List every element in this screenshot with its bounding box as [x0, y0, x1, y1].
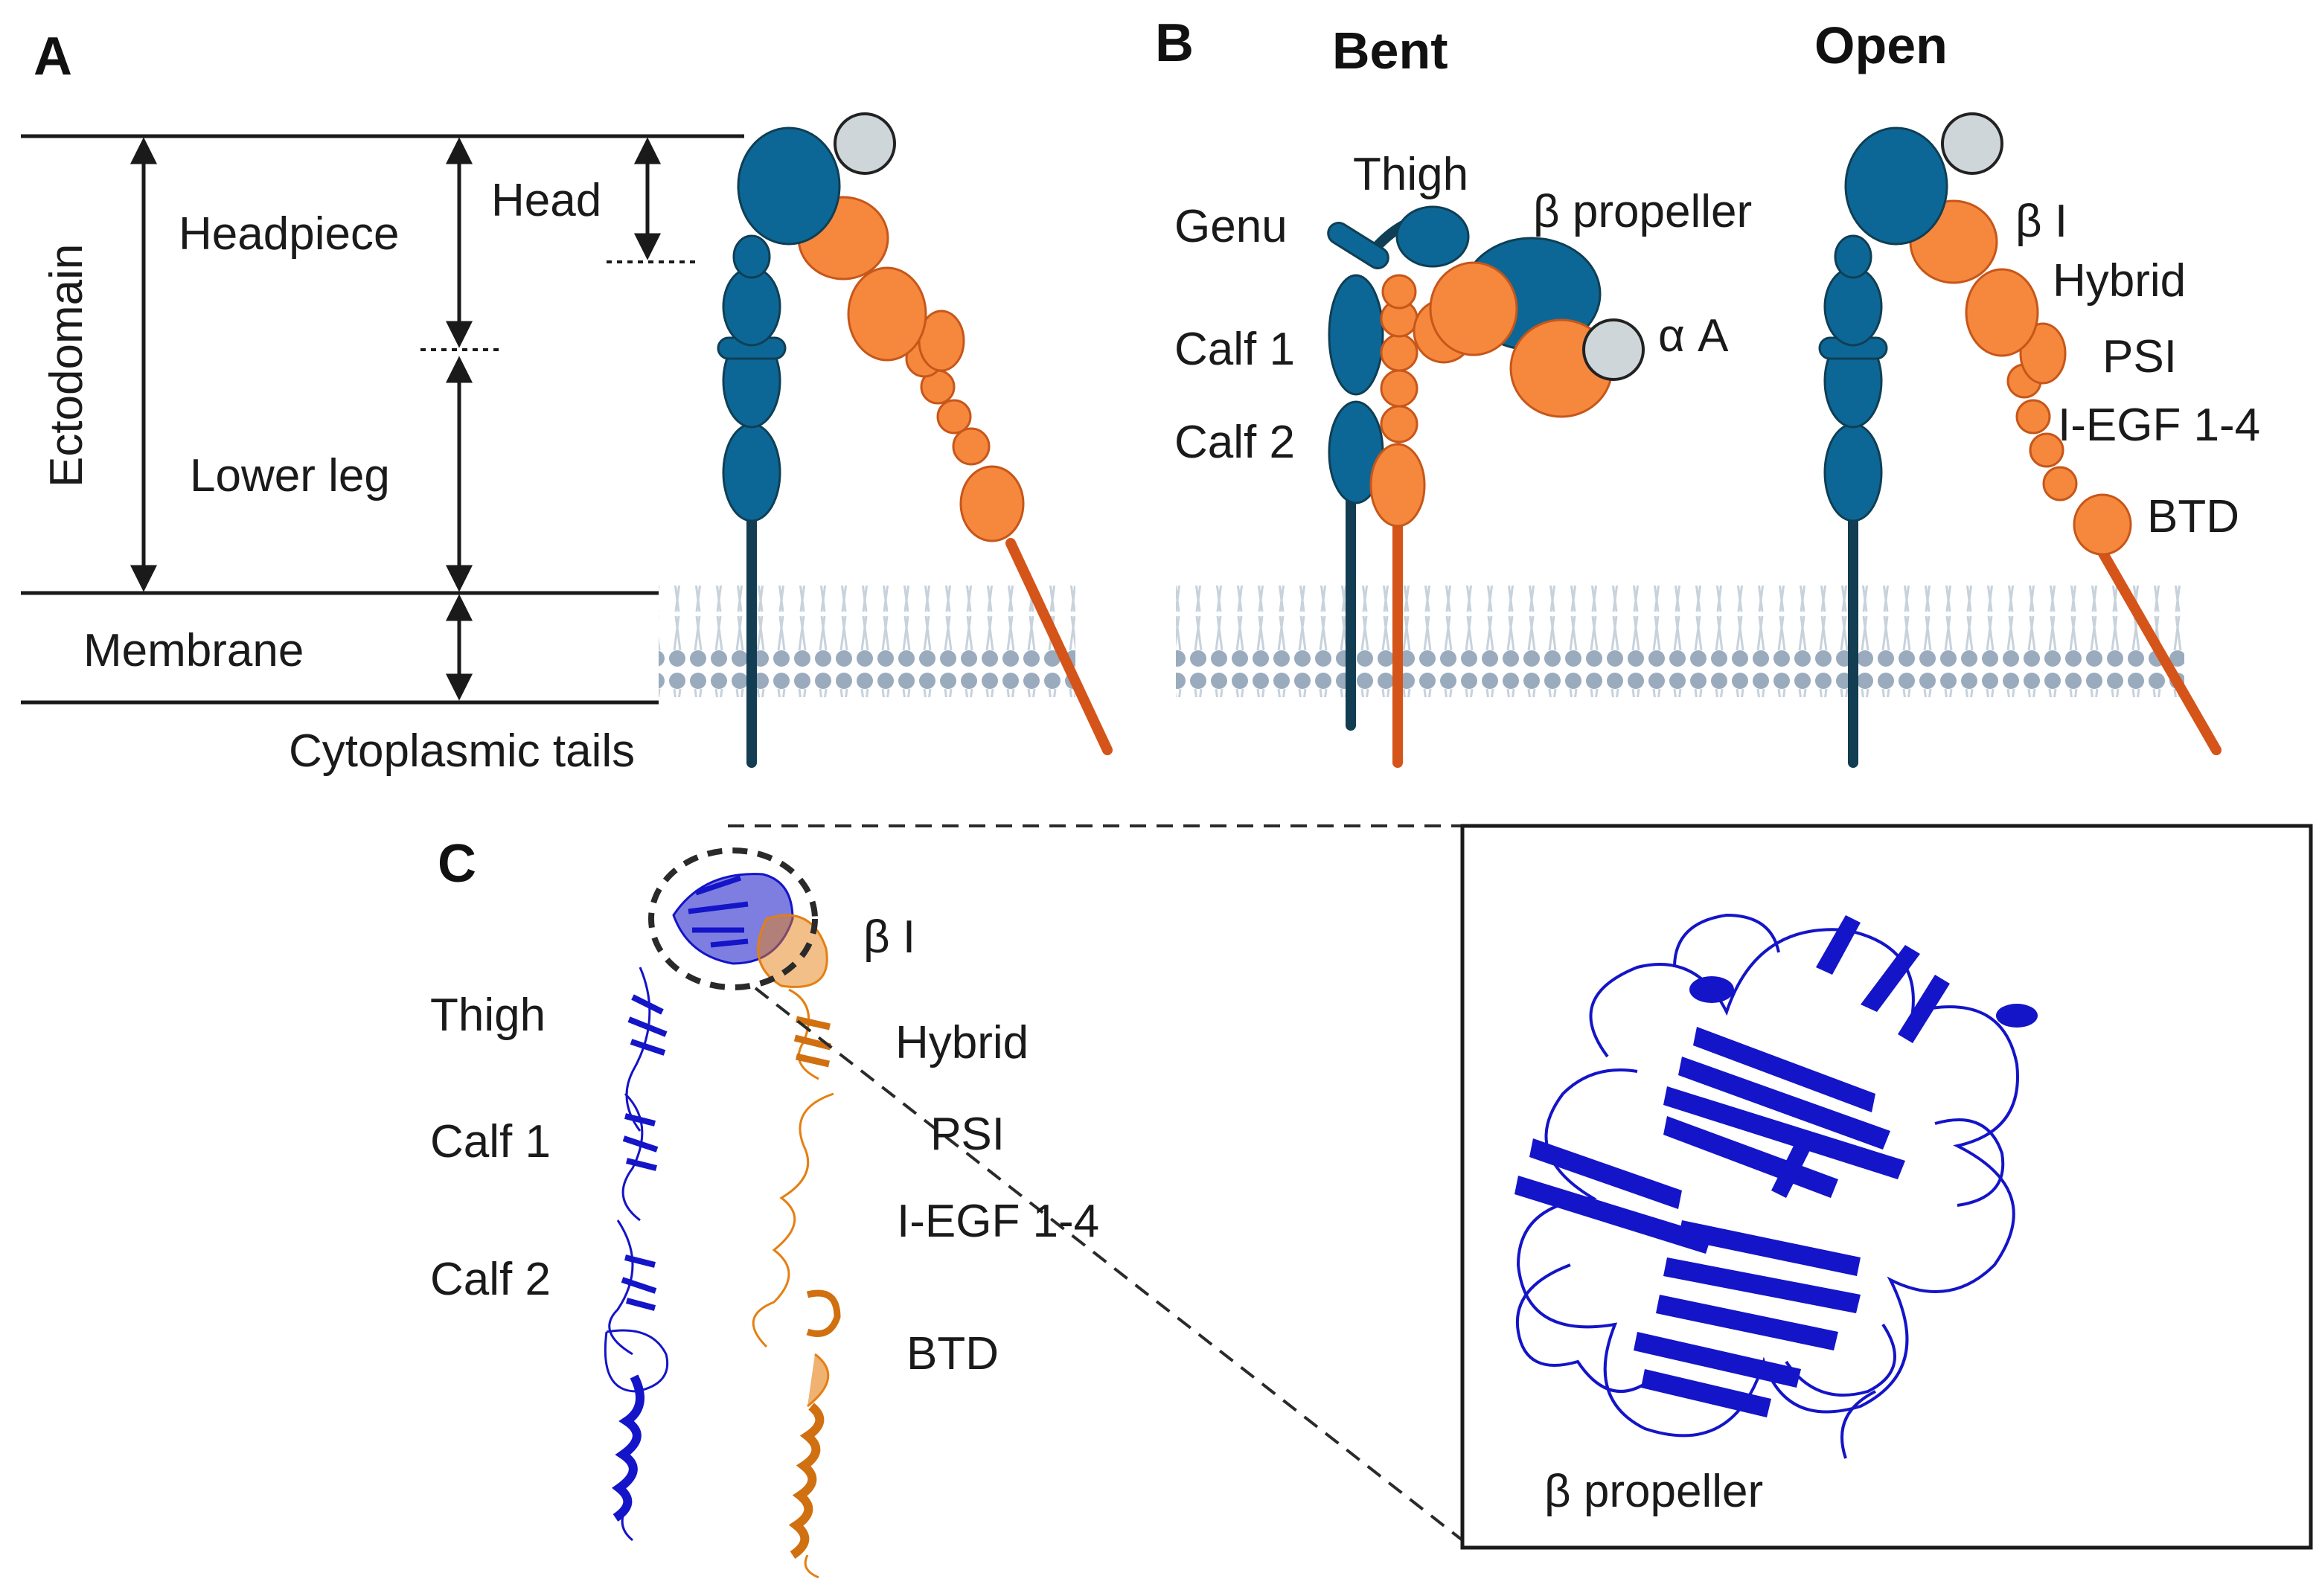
beta-tail-a [1005, 538, 1113, 755]
lower-leg-label: Lower leg [190, 450, 390, 501]
open-psi-label: PSI [2102, 331, 2177, 382]
open-hybrid-label: Hybrid [2053, 255, 2186, 307]
inset-box [1460, 824, 2313, 1550]
membrane-bilayer-b [1176, 586, 2184, 697]
alpha-subunit-open [1818, 126, 1948, 522]
beta-subunit-a [797, 196, 1025, 542]
bent-calf1-label: Calf 1 [1174, 324, 1295, 375]
panel-b-letter: B [1155, 13, 1194, 73]
beta-tail-open [2092, 538, 2222, 755]
bent-beta-propeller-label: β propeller [1533, 186, 1752, 237]
panel-a: A Ectodomain Headpiece Head Lower leg Me… [21, 27, 1113, 777]
headpiece-label: Headpiece [179, 208, 399, 260]
c-calf1-label: Calf 1 [430, 1116, 551, 1167]
cytoplasmic-tails-label: Cytoplasmic tails [289, 725, 635, 777]
head-label: Head [491, 175, 601, 226]
ligand-a [834, 112, 896, 175]
bent-genu-label: Genu [1174, 201, 1288, 252]
open-iegf-label: I-EGF 1-4 [2058, 400, 2260, 451]
c-hybrid-label: Hybrid [895, 1017, 1029, 1068]
bent-title: Bent [1332, 22, 1448, 80]
panel-c-letter: C [438, 834, 476, 894]
beta-subunit-bent [1369, 261, 1613, 528]
bent-alpha-a-label: α A [1658, 310, 1729, 362]
ectodomain-label: Ectodomain [41, 244, 92, 487]
c-calf2-label: Calf 2 [430, 1254, 551, 1305]
c-beta-i-label: β I [863, 911, 915, 963]
c-btd-label: BTD [906, 1328, 999, 1379]
ligand-open [1941, 112, 2003, 175]
open-title: Open [1814, 16, 1948, 74]
panel-c: C Thigh [430, 824, 2313, 1579]
dimension-arrows [129, 137, 662, 701]
bent-calf2-label: Calf 2 [1174, 417, 1295, 468]
c-iegf-label: I-EGF 1-4 [897, 1196, 1099, 1247]
alpha-subunit-a [717, 126, 841, 522]
panel-b: B Bent Open Thigh Genu β prop [1155, 13, 2260, 768]
membrane-bilayer-a [659, 586, 1075, 697]
inset-beta-propeller-label: β propeller [1544, 1466, 1763, 1517]
protein-alpha-chain [604, 873, 794, 1542]
open-btd-label: BTD [2147, 491, 2239, 542]
c-psi-label: PSI [930, 1109, 1005, 1160]
c-thigh-label: Thigh [430, 990, 546, 1041]
zoom-circle [648, 847, 818, 990]
beta-propeller-structure [1514, 913, 2038, 1459]
panel-a-letter: A [33, 27, 72, 86]
ligand-bent [1582, 318, 1645, 381]
zoom-line-bottom [754, 987, 1464, 1542]
bent-thigh-label: Thigh [1353, 149, 1468, 200]
beta-subunit-open [1909, 199, 2132, 556]
protein-beta-chain [752, 914, 841, 1579]
open-beta-i-label: β I [2015, 196, 2067, 247]
membrane-label: Membrane [83, 625, 304, 676]
